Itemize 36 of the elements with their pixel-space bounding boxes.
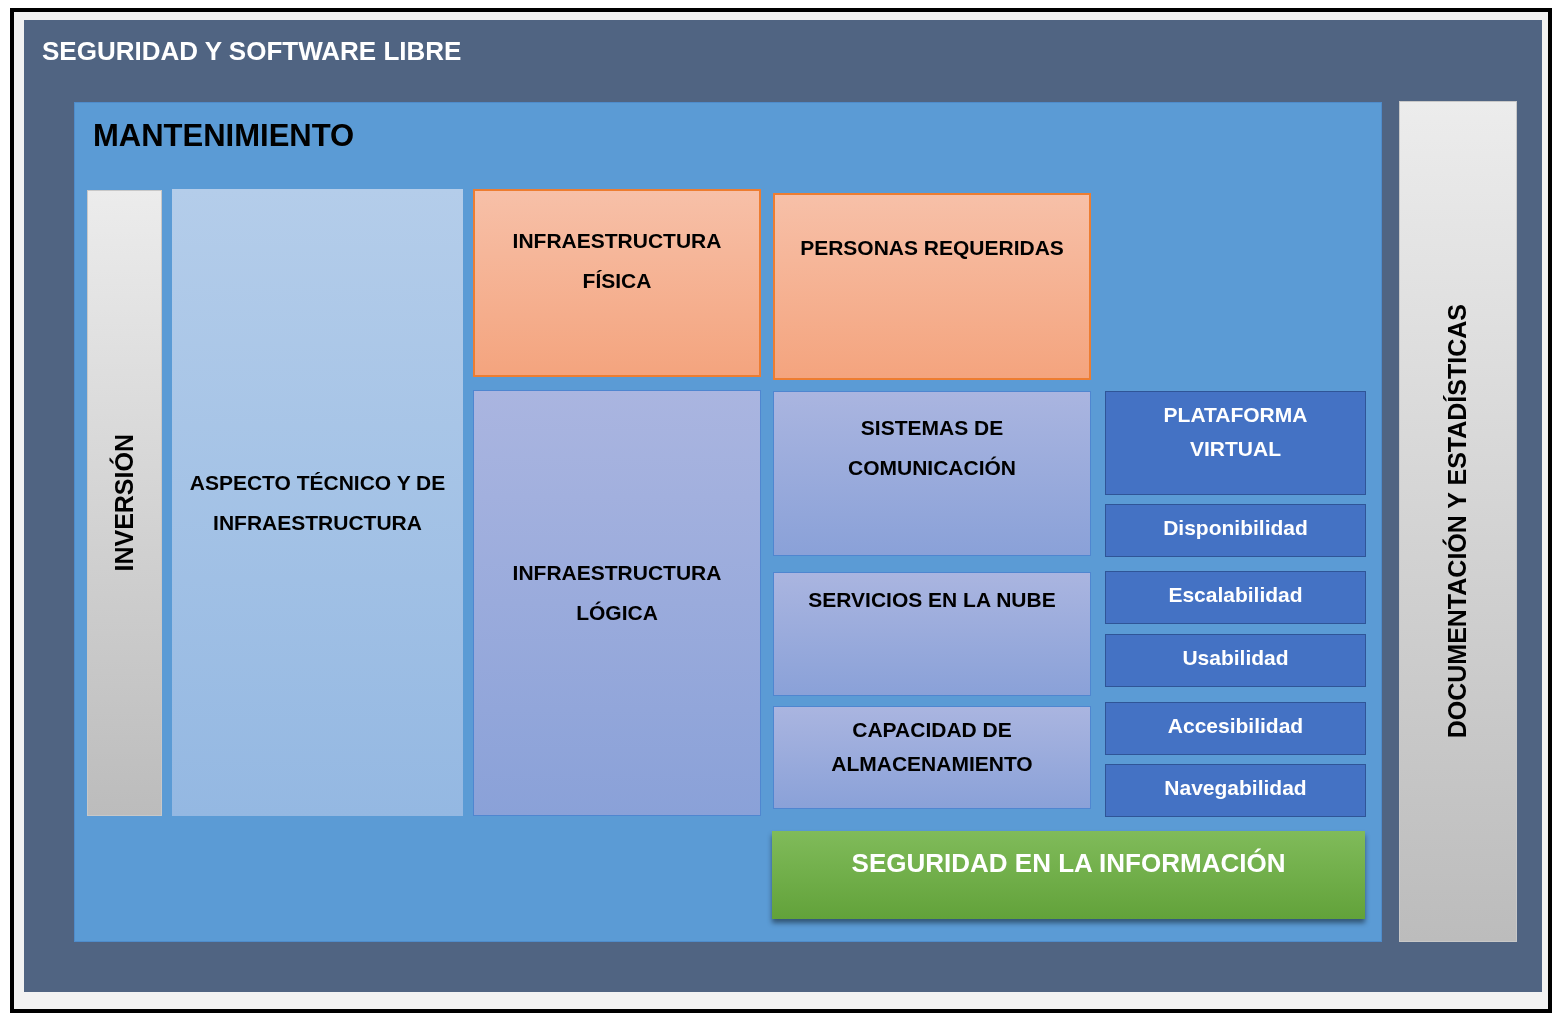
box-label: Escalabilidad (1167, 582, 1304, 608)
box-label: CAPACIDAD DE ALMACENAMIENTO (830, 717, 1034, 777)
box-label: SISTEMAS DE COMUNICACIÓN (847, 415, 1017, 481)
box-label: DOCUMENTACIÓN Y ESTADÍSTICAS (1441, 304, 1473, 739)
box-label: Disponibilidad (1162, 515, 1309, 541)
box-label: SEGURIDAD EN LA INFORMACIÓN (850, 847, 1287, 880)
category-box (473, 189, 761, 377)
banner-box (772, 831, 1365, 919)
box-label: INFRAESTRUCTURA FÍSICA (511, 228, 723, 294)
outer-panel (24, 20, 1542, 992)
box-label: PERSONAS REQUERIDAS (799, 235, 1065, 261)
attribute-box (1105, 504, 1366, 557)
group-panel (74, 102, 1382, 942)
attribute-box (1105, 634, 1366, 687)
attribute-box (1105, 702, 1366, 755)
side-bar (87, 190, 162, 816)
category-box (773, 572, 1091, 696)
attribute-box (1105, 391, 1366, 495)
panel-heading: SEGURIDAD Y SOFTWARE LIBRE (42, 36, 462, 68)
panel-heading: MANTENIMIENTO (93, 117, 355, 155)
box-label: INVERSIÓN (108, 434, 139, 572)
column-box (172, 189, 463, 816)
box-label: PLATAFORMA VIRTUAL (1162, 402, 1309, 462)
box-label: ASPECTO TÉCNICO Y DE INFRAESTRUCTURA (188, 469, 447, 536)
box-label: Accesibilidad (1166, 713, 1305, 739)
category-box (773, 193, 1091, 380)
category-box (773, 391, 1091, 556)
category-box (773, 706, 1091, 809)
box-label: Navegabilidad (1163, 775, 1308, 801)
side-bar (1399, 101, 1517, 942)
box-label: INFRAESTRUCTURA LÓGICA (511, 560, 723, 626)
box-label: Usabilidad (1181, 645, 1290, 671)
attribute-box (1105, 571, 1366, 624)
box-label: SERVICIOS EN LA NUBE (807, 587, 1057, 613)
category-box (473, 390, 761, 816)
attribute-box (1105, 764, 1366, 817)
